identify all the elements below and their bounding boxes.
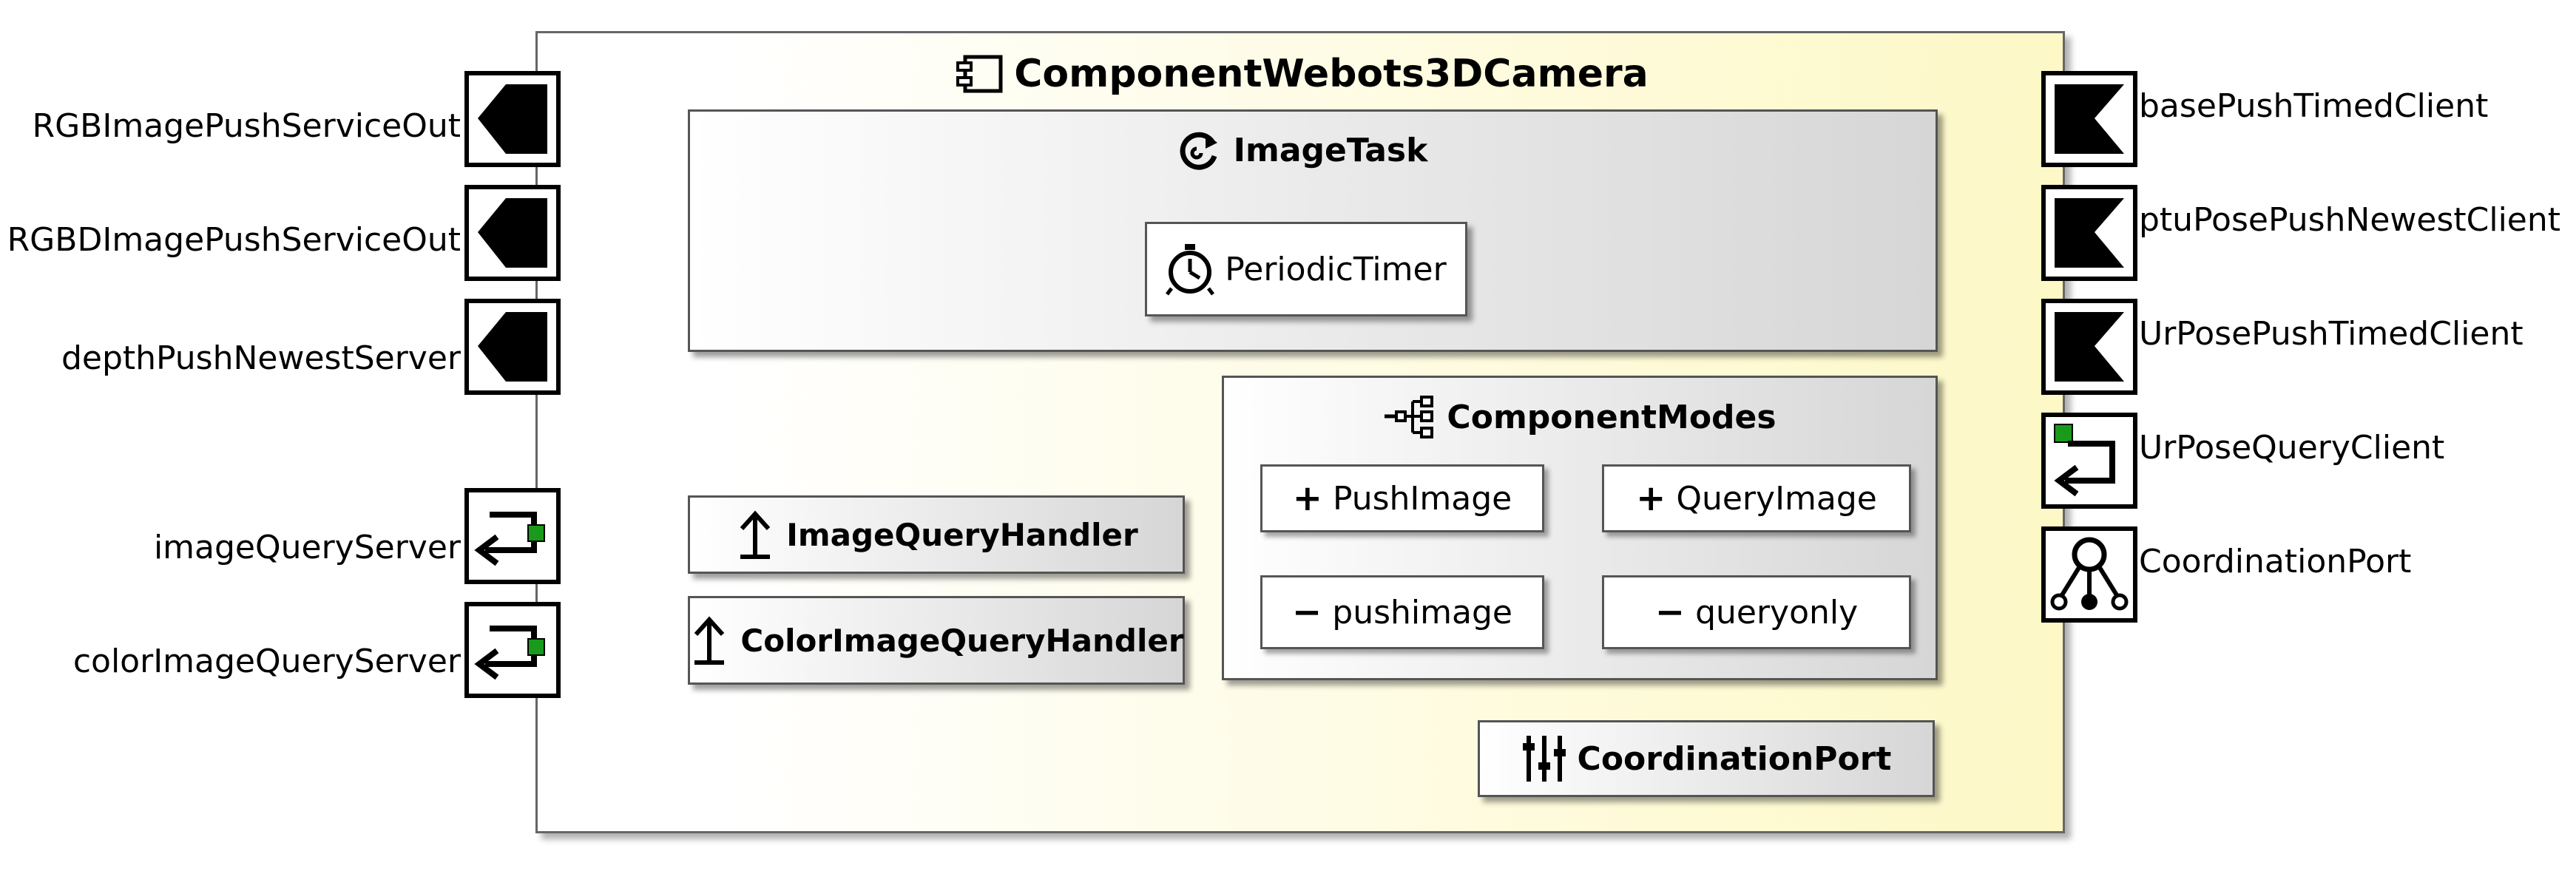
push-input-port-icon (2055, 84, 2124, 154)
label-rgbd-image-push-service-out: RGBDImagePushServiceOut (7, 221, 461, 259)
coordination-port-box[interactable]: CoordinationPort (1478, 720, 1935, 797)
query-server-port-icon (474, 626, 545, 680)
minus-icon: − (1292, 592, 1322, 633)
plus-icon: + (1292, 478, 1322, 519)
mode-queryimage-parent-label: QueryImage (1676, 479, 1877, 518)
mode-pushimage-child-box[interactable]: − pushimage (1260, 575, 1544, 649)
upload-arrow-icon (689, 615, 730, 665)
color-image-query-handler-box[interactable]: ColorImageQueryHandler (688, 596, 1185, 685)
image-query-handler-row: ImageQueryHandler (690, 498, 1183, 572)
port-depth-push-newest-server[interactable] (464, 299, 561, 395)
component-icon (955, 54, 1004, 94)
minus-icon: − (1654, 592, 1686, 633)
label-ur-pose-push-timed-client: UrPosePushTimedClient (2139, 315, 2523, 353)
port-ur-pose-query-client[interactable] (2041, 413, 2137, 509)
plus-icon: + (1636, 478, 1666, 519)
push-output-port-icon (478, 84, 547, 154)
image-task-title-row: ImageTask (814, 124, 1790, 176)
mode-queryimage-child-label: queryonly (1695, 593, 1859, 631)
port-rgb-image-push-service-out[interactable] (464, 71, 561, 167)
port-rgbd-image-push-service-out[interactable] (464, 185, 561, 281)
component-title: ComponentWebots3DCamera (1014, 52, 1649, 96)
port-color-image-query-server[interactable] (464, 602, 561, 698)
coordination-port-box-row: CoordinationPort (1480, 722, 1933, 795)
component-modes-title-row: ComponentModes (1222, 390, 1938, 444)
image-query-handler-label: ImageQueryHandler (786, 516, 1138, 553)
image-query-handler-box[interactable]: ImageQueryHandler (688, 495, 1185, 574)
periodic-timer-label: PeriodicTimer (1225, 250, 1447, 288)
push-output-port-icon (478, 312, 547, 382)
label-base-push-timed-client: basePushTimedClient (2139, 87, 2489, 125)
color-image-query-handler-label: ColorImageQueryHandler (740, 622, 1184, 659)
query-client-port-icon (2054, 424, 2115, 497)
mode-pushimage-child-label: pushimage (1332, 593, 1512, 631)
periodic-timer-row: PeriodicTimer (1147, 224, 1465, 314)
mode-pushimage-child-row: − pushimage (1262, 577, 1542, 647)
port-image-query-server[interactable] (464, 488, 561, 584)
upload-arrow-icon (734, 509, 776, 560)
push-output-port-icon (478, 198, 547, 268)
periodic-timer-box[interactable]: PeriodicTimer (1145, 222, 1467, 316)
mode-queryimage-parent-row: + QueryImage (1604, 467, 1909, 530)
timer-icon (1166, 243, 1215, 296)
label-ptu-pose-push-newest-client: ptuPosePushNewestClient (2139, 201, 2561, 239)
label-image-query-server: imageQueryServer (153, 529, 461, 566)
coordination-port-icon (2050, 537, 2129, 611)
push-input-port-icon (2055, 198, 2124, 268)
sliders-icon (1521, 733, 1567, 785)
port-coordination[interactable] (2041, 526, 2137, 623)
label-coordination-port: CoordinationPort (2139, 543, 2412, 580)
mode-queryimage-child-row: − queryonly (1604, 577, 1909, 647)
coordination-port-box-label: CoordinationPort (1577, 739, 1892, 778)
mode-queryimage-child-box[interactable]: − queryonly (1602, 575, 1911, 649)
port-ur-pose-push-timed-client[interactable] (2041, 299, 2137, 395)
mode-pushimage-parent-box[interactable]: + PushImage (1260, 464, 1544, 532)
label-color-image-query-server: colorImageQueryServer (72, 643, 461, 680)
tree-icon (1383, 396, 1436, 438)
port-base-push-timed-client[interactable] (2041, 71, 2137, 167)
color-image-query-handler-row: ColorImageQueryHandler (689, 598, 1184, 682)
component-modes-title: ComponentModes (1447, 398, 1777, 436)
mode-pushimage-parent-row: + PushImage (1262, 467, 1542, 530)
mode-pushimage-parent-label: PushImage (1332, 479, 1512, 518)
label-rgb-image-push-service-out: RGBImagePushServiceOut (32, 107, 462, 145)
component-title-row: ComponentWebots3DCamera (814, 46, 1790, 102)
mode-queryimage-parent-box[interactable]: + QueryImage (1602, 464, 1911, 532)
task-loop-icon (1176, 126, 1223, 174)
push-input-port-icon (2055, 312, 2124, 382)
label-ur-pose-query-client: UrPoseQueryClient (2139, 429, 2445, 467)
port-ptu-pose-push-newest-client[interactable] (2041, 185, 2137, 281)
label-depth-push-newest-server: depthPushNewestServer (61, 339, 461, 377)
image-task-title: ImageTask (1233, 131, 1428, 169)
query-server-port-icon (474, 512, 545, 566)
